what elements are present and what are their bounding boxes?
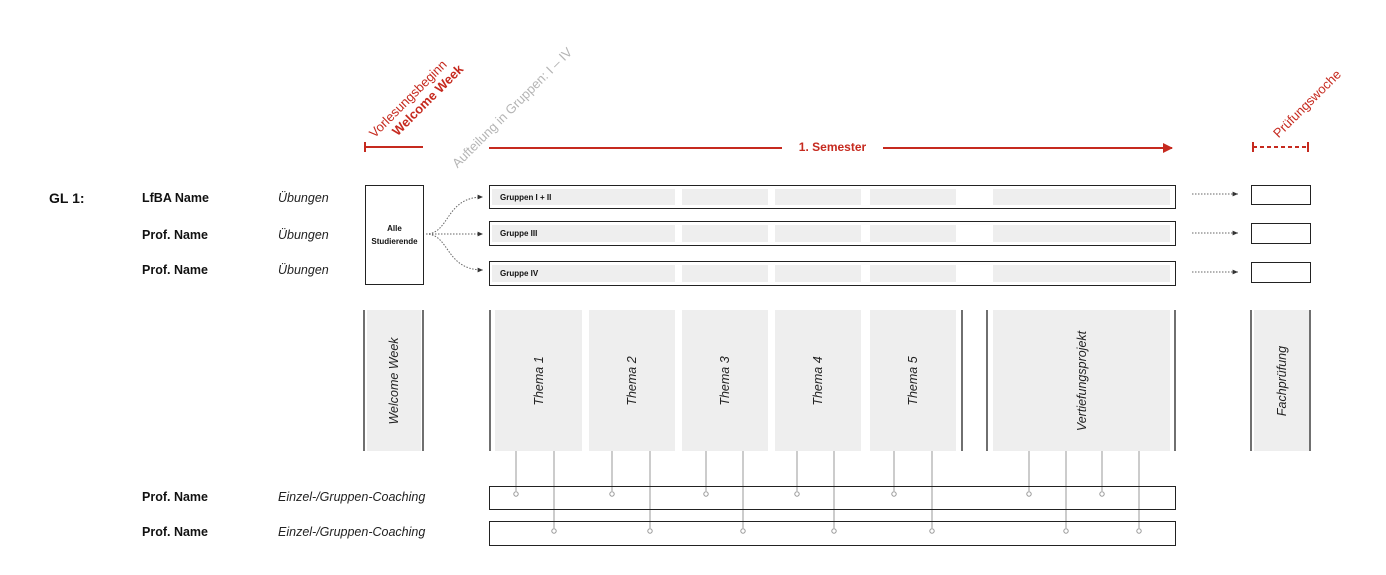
coach-name: Prof. Name	[142, 525, 208, 539]
column-label: Thema 4	[811, 355, 825, 406]
row-name: LfBA Name	[142, 191, 209, 205]
group-cell	[870, 225, 956, 242]
split-arrows	[425, 191, 1238, 275]
coaching-point	[740, 528, 746, 534]
row-type: Übungen	[278, 263, 329, 277]
column-label: Vertiefungsprojekt	[1074, 330, 1089, 431]
gl-label: GL 1:	[49, 190, 85, 206]
exam-box	[1251, 262, 1311, 283]
column-vertiefungsprojekt: Vertiefungsprojekt	[993, 310, 1170, 451]
group-cell	[589, 225, 675, 242]
group-cell	[682, 189, 768, 205]
coaching-point	[1063, 528, 1069, 534]
column-thema: Thema 5	[870, 310, 956, 451]
group-row: Gruppe III	[489, 221, 1176, 246]
group-cell	[775, 265, 861, 282]
column-thema: Thema 2	[589, 310, 675, 451]
coaching-point	[891, 491, 897, 497]
row-name: Prof. Name	[142, 263, 208, 277]
column-label: Thema 5	[906, 355, 920, 406]
coaching-point	[609, 491, 615, 497]
coach-name: Prof. Name	[142, 490, 208, 504]
welcome-week-timeline	[364, 142, 423, 152]
group-row: Gruppe IV	[489, 261, 1176, 286]
column-thema: Thema 3	[682, 310, 768, 451]
group-cell	[589, 265, 675, 282]
coaching-point	[831, 528, 837, 534]
coach-type: Einzel-/Gruppen-Coaching	[278, 525, 426, 539]
coaching-point	[929, 528, 935, 534]
group-cell	[775, 189, 861, 205]
coaching-point	[513, 491, 519, 497]
group-label: Gruppe III	[492, 225, 590, 242]
group-cell	[993, 265, 1170, 282]
group-cell	[775, 225, 861, 242]
group-cell	[993, 225, 1170, 242]
coaching-point	[1026, 491, 1032, 497]
group-label: Gruppe IV	[492, 265, 590, 282]
column-label: Welcome Week	[387, 336, 401, 425]
group-cell	[682, 225, 768, 242]
row-type: Übungen	[278, 191, 329, 205]
column-label: Thema 3	[718, 355, 732, 406]
exam-box	[1251, 185, 1311, 205]
coaching-point	[551, 528, 557, 534]
column-fachpruefung: Fachprüfung	[1254, 310, 1309, 451]
coaching-point	[1136, 528, 1142, 534]
coaching-row	[489, 521, 1176, 546]
coaching-row	[489, 486, 1176, 510]
coach-type: Einzel-/Gruppen-Coaching	[278, 490, 426, 504]
group-label: Gruppen I + II	[492, 189, 590, 205]
alle-studierende-label: Alle Studierende	[371, 224, 418, 246]
column-label: Thema 1	[531, 355, 546, 406]
alle-studierende-box: Alle Studierende	[365, 185, 424, 285]
exam-week-timeline	[1252, 142, 1309, 152]
row-name: Prof. Name	[142, 228, 208, 242]
coaching-point	[703, 491, 709, 497]
group-cell	[870, 265, 956, 282]
column-label: Thema 2	[625, 355, 639, 406]
column-thema: Thema 1	[495, 310, 582, 451]
exam-box	[1251, 223, 1311, 244]
coaching-point	[1099, 491, 1105, 497]
group-cell	[870, 189, 956, 205]
column-label: Fachprüfung	[1274, 345, 1289, 416]
coaching-point	[647, 528, 653, 534]
row-type: Übungen	[278, 228, 329, 242]
group-cell	[589, 189, 675, 205]
column-borders	[363, 310, 1311, 451]
column-welcome-week: Welcome Week	[367, 310, 421, 451]
semester-label: 1. Semester	[798, 140, 867, 154]
group-cell	[682, 265, 768, 282]
group-cell	[993, 189, 1170, 205]
group-row: Gruppen I + II	[489, 185, 1176, 209]
coaching-point	[794, 491, 800, 497]
column-thema: Thema 4	[775, 310, 861, 451]
